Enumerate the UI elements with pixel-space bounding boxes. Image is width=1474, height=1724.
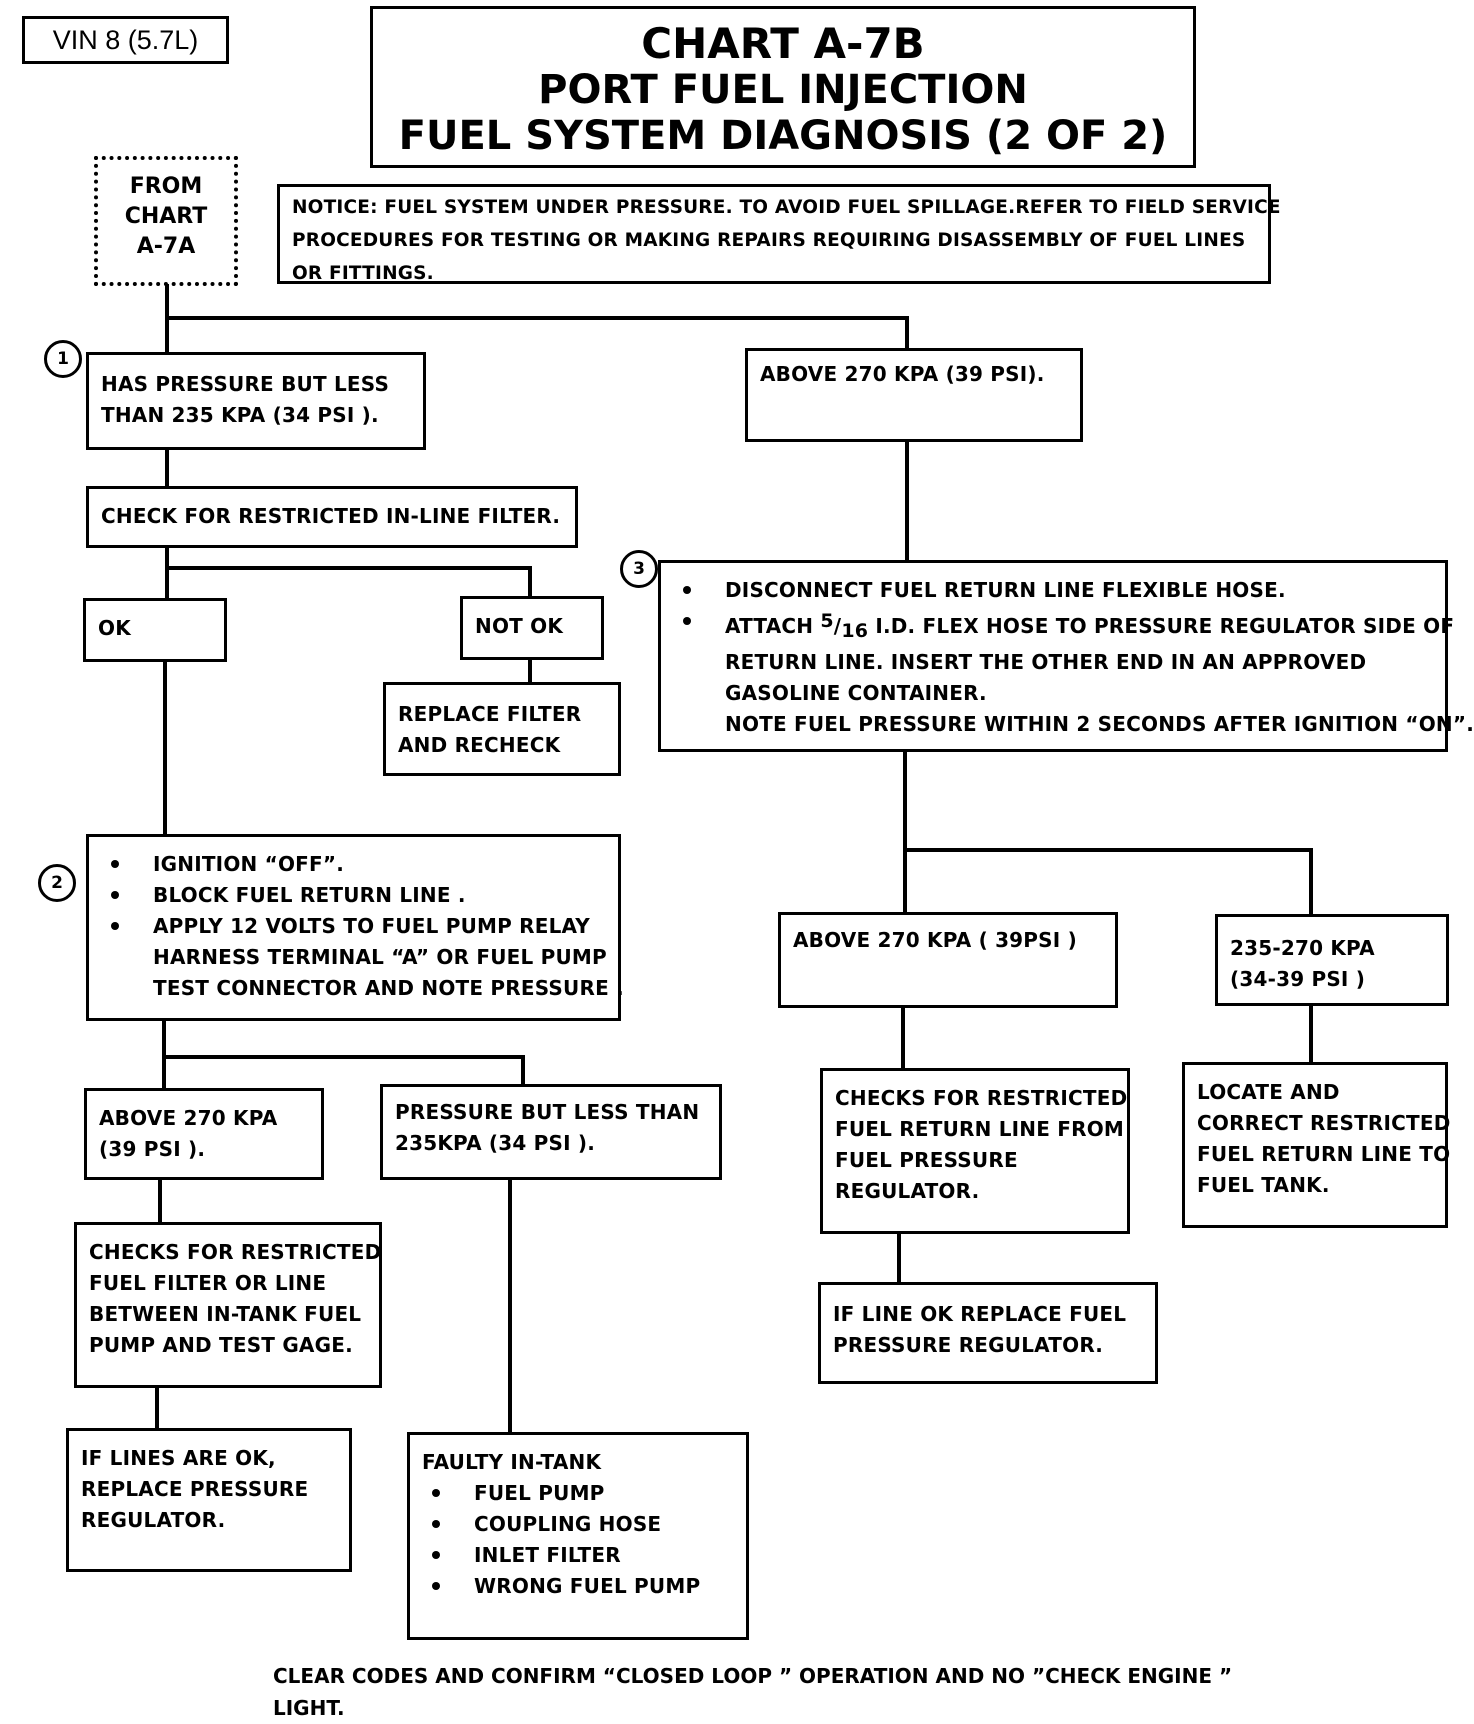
box-line: ABOVE 270 KPA (99, 1106, 278, 1130)
box-line: NOT OK (475, 614, 564, 638)
notice-line: NOTICE: FUEL SYSTEM UNDER PRESSURE. TO A… (292, 197, 1281, 218)
box-line: CHECKS FOR RESTRICTED (835, 1086, 1128, 1110)
connector-step3-split (903, 748, 1313, 916)
step2-pressure-low-box: PRESSURE BUT LESS THAN 235KPA (34 PSI ). (380, 1084, 722, 1180)
if-line-ok-box: IF LINE OK REPLACE FUEL PRESSURE REGULAT… (818, 1282, 1158, 1384)
step2-above-270-box: ABOVE 270 KPA (39 PSI ). (84, 1088, 324, 1180)
box-line: REGULATOR. (81, 1508, 226, 1532)
box-line: THAN 235 KPA (34 PSI ). (101, 403, 379, 427)
title-line: FUEL SYSTEM DIAGNOSIS (2 OF 2) (398, 113, 1168, 159)
procedure-continuation: RETURN LINE. INSERT THE OTHER END IN AN … (725, 650, 1367, 674)
procedure-item: IGNITION “OFF”. (101, 849, 606, 880)
box-line: BETWEEN IN-TANK FUEL (89, 1302, 362, 1326)
if-lines-ok-box: IF LINES ARE OK, REPLACE PRESSURE REGULA… (66, 1428, 352, 1572)
title-line: PORT FUEL INJECTION (538, 67, 1028, 113)
box-line: PRESSURE REGULATOR. (833, 1333, 1104, 1357)
from-line: A-7A (136, 234, 196, 259)
attach-prefix: ATTACH (725, 614, 821, 638)
faulty-items-list: FUEL PUMP COUPLING HOSE INLET FILTER WRO… (422, 1478, 734, 1602)
attach-suffix: I.D. FLEX HOSE TO PRESSURE REGULATOR SID… (868, 614, 1455, 638)
from-line: FROM (129, 174, 203, 199)
step3-procedure-list: DISCONNECT FUEL RETURN LINE FLEXIBLE HOS… (673, 575, 1474, 740)
connector-lines (155, 284, 1313, 1434)
step3-above-270-box: ABOVE 270 KPA ( 39PSI ) (778, 912, 1118, 1008)
box-line: CORRECT RESTRICTED (1197, 1111, 1451, 1135)
checks-return-line-box: CHECKS FOR RESTRICTED FUEL RETURN LINE F… (820, 1068, 1130, 1234)
connector-start-split (165, 284, 909, 350)
box-line: REPLACE PRESSURE (81, 1477, 309, 1501)
box-line: FUEL PRESSURE (835, 1148, 1018, 1172)
connector-step2-split (162, 1017, 525, 1087)
notice-line: OR FITTINGS. (292, 263, 434, 284)
step-marker-1: 1 (44, 340, 82, 378)
faulty-item: INLET FILTER (422, 1540, 734, 1571)
box-line: 235KPA (34 PSI ). (395, 1131, 596, 1155)
replace-filter-box: REPLACE FILTER AND RECHECK (383, 682, 621, 776)
fraction-separator: / (833, 614, 842, 638)
locate-correct-box: LOCATE AND CORRECT RESTRICTED FUEL RETUR… (1182, 1062, 1451, 1228)
procedure-continuation: HARNESS TERMINAL “A” OR FUEL PUMP (153, 945, 607, 969)
faulty-item: WRONG FUEL PUMP (422, 1571, 734, 1602)
box-line: OK (98, 616, 131, 640)
above-270-top-box: ABOVE 270 KPA (39 PSI). (745, 348, 1083, 442)
step-marker-2: 2 (38, 864, 76, 902)
box-line: FUEL RETURN LINE FROM (835, 1117, 1125, 1141)
title-line: CHART A-7B (641, 19, 925, 68)
box-line: FUEL FILTER OR LINE (89, 1271, 327, 1295)
box-line: IF LINE OK REPLACE FUEL (833, 1302, 1127, 1326)
step2-procedure-box: IGNITION “OFF”. BLOCK FUEL RETURN LINE .… (86, 834, 624, 1021)
footer-line: LIGHT. (273, 1696, 345, 1720)
notice-box: NOTICE: FUEL SYSTEM UNDER PRESSURE. TO A… (277, 184, 1281, 284)
from-chart-reference: FROM CHART A-7A (94, 156, 238, 286)
box-line: PRESSURE BUT LESS THAN (395, 1100, 700, 1124)
box-line: (39 PSI ). (99, 1137, 206, 1161)
box-line: (34-39 PSI ) (1230, 967, 1366, 991)
step-marker-3: 3 (620, 550, 658, 588)
box-line: PUMP AND TEST GAGE. (89, 1333, 353, 1357)
procedure-item: BLOCK FUEL RETURN LINE . (101, 880, 606, 911)
fraction-numerator: 5 (820, 610, 834, 632)
box-line: 235-270 KPA (1230, 936, 1375, 960)
box-heading: FAULTY IN-TANK (422, 1450, 602, 1474)
connector-filter-split (165, 546, 532, 600)
box-line: CHECK FOR RESTRICTED IN-LINE FILTER. (101, 504, 561, 528)
checks-filter-line-box: CHECKS FOR RESTRICTED FUEL FILTER OR LIN… (74, 1222, 382, 1388)
box-line: ABOVE 270 KPA ( 39PSI ) (793, 928, 1077, 952)
box-line: AND RECHECK (398, 733, 561, 757)
footer-instruction: CLEAR CODES AND CONFIRM “CLOSED LOOP ” O… (273, 1660, 1232, 1724)
step3-procedure-box: DISCONNECT FUEL RETURN LINE FLEXIBLE HOS… (658, 560, 1474, 752)
fraction-denominator: 16 (841, 620, 869, 642)
check-inline-filter-box: CHECK FOR RESTRICTED IN-LINE FILTER. (86, 486, 578, 548)
step2-procedure-list: IGNITION “OFF”. BLOCK FUEL RETURN LINE .… (101, 849, 624, 1004)
faulty-item: COUPLING HOSE (422, 1509, 734, 1540)
box-line: CHECKS FOR RESTRICTED (89, 1240, 382, 1264)
chart-title: CHART A-7B PORT FUEL INJECTION FUEL SYST… (370, 6, 1196, 168)
box-line: REPLACE FILTER (398, 702, 582, 726)
procedure-item: DISCONNECT FUEL RETURN LINE FLEXIBLE HOS… (673, 575, 1437, 606)
procedure-item: APPLY 12 VOLTS TO FUEL PUMP RELAY (101, 911, 606, 942)
diagnostic-flowchart: VIN 8 (5.7L) CHART A-7B PORT FUEL INJECT… (22, 6, 1474, 1720)
ok-box: OK (83, 598, 227, 662)
box-line: FUEL RETURN LINE TO (1197, 1142, 1451, 1166)
faulty-in-tank-box: FAULTY IN-TANK FUEL PUMP COUPLING HOSE I… (407, 1432, 749, 1640)
box-line: ABOVE 270 KPA (39 PSI). (760, 362, 1045, 386)
has-pressure-low-box: HAS PRESSURE BUT LESS THAN 235 KPA (34 P… (86, 352, 426, 450)
box-line: HAS PRESSURE BUT LESS (101, 372, 390, 396)
footer-line: CLEAR CODES AND CONFIRM “CLOSED LOOP ” O… (273, 1664, 1233, 1688)
notice-line: PROCEDURES FOR TESTING OR MAKING REPAIRS… (292, 230, 1246, 251)
procedure-continuation: TEST CONNECTOR AND NOTE PRESSURE . (153, 976, 624, 1000)
from-line: CHART (124, 204, 208, 229)
box-line: LOCATE AND (1197, 1080, 1340, 1104)
faulty-item: FUEL PUMP (422, 1478, 734, 1509)
box-line: FUEL TANK. (1197, 1173, 1330, 1197)
step3-235-270-box: 235-270 KPA (34-39 PSI ) (1215, 914, 1449, 1006)
box-line: IF LINES ARE OK, (81, 1446, 276, 1470)
vin-label: VIN 8 (5.7L) (22, 16, 229, 64)
procedure-continuation: NOTE FUEL PRESSURE WITHIN 2 SECONDS AFTE… (725, 712, 1474, 736)
procedure-continuation: GASOLINE CONTAINER. (725, 681, 987, 705)
box-line: REGULATOR. (835, 1179, 980, 1203)
not-ok-box: NOT OK (460, 596, 604, 660)
procedure-item-attach: ATTACH 5/16 I.D. FLEX HOSE TO PRESSURE R… (673, 606, 1454, 647)
